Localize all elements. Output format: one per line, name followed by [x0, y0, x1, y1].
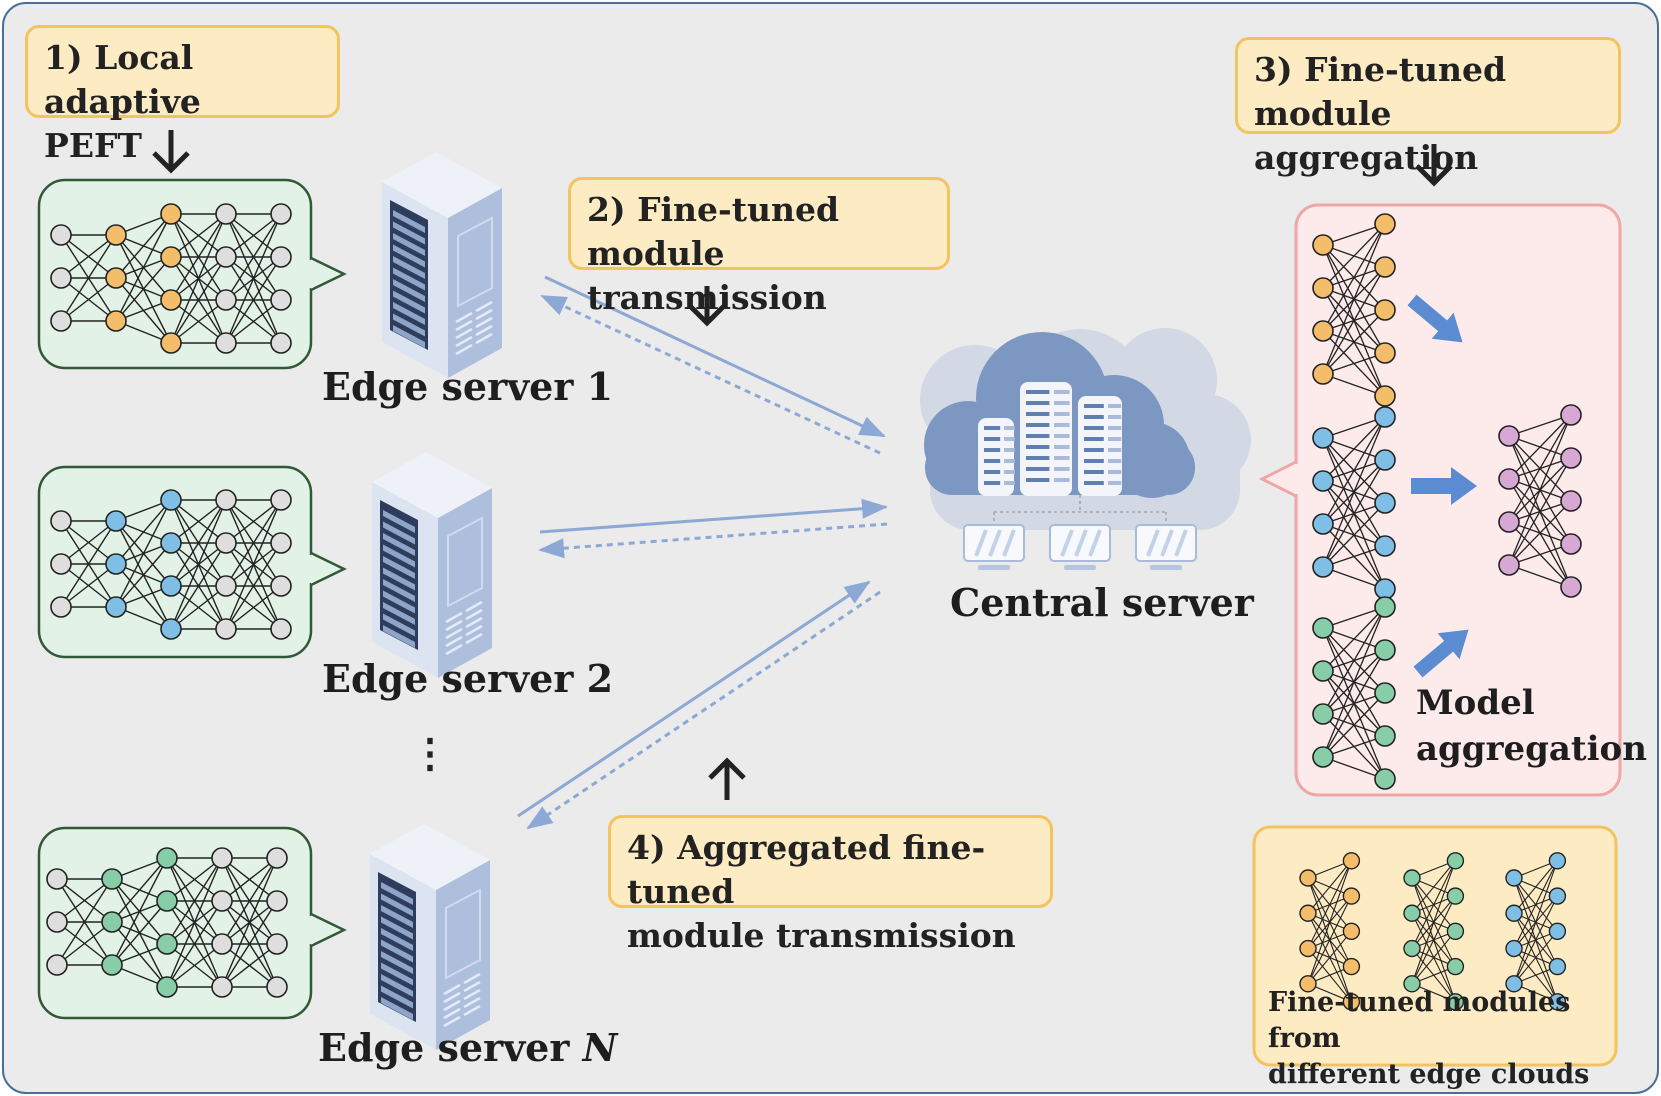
legend-caption: Fine-tuned modules from different edge c…: [1268, 987, 1590, 1090]
central-server-cloud-icon: [920, 328, 1251, 570]
edge-panel-n: [37, 826, 347, 1020]
edge-panel-1: [37, 178, 347, 370]
edge1-uplink-arrow: [544, 275, 886, 438]
edge-server-1-label: Edge server 1: [322, 364, 614, 409]
edgen-uplink-arrow: [517, 580, 871, 818]
edge-server-2-rack-icon: [372, 452, 492, 678]
model-aggregation-label: Model aggregation: [1416, 683, 1647, 769]
edge-network-1: [50, 203, 292, 354]
step1-down-arrow-icon: [152, 130, 190, 174]
aggregation-arrow-1-icon: [1407, 294, 1463, 343]
edge-server-n-rack-icon: [370, 824, 490, 1050]
step4-callout: 4) Aggregated fine-tuned module transmis…: [608, 815, 1053, 955]
edge-network-2: [50, 489, 292, 640]
step3-callout: 3) Fine-tuned module aggregation: [1235, 37, 1621, 177]
step1-callout: 1) Local adaptive PEFT: [25, 25, 340, 165]
edgen-downlink-arrow: [526, 590, 881, 830]
step2-down-arrow-icon: [688, 286, 726, 327]
step4-up-arrow-icon: [708, 757, 746, 800]
aggregation-arrow-3-icon: [1413, 629, 1469, 678]
aggregation-arrow-2-icon: [1411, 467, 1477, 505]
edge1-downlink-arrow: [540, 294, 881, 455]
aggregation-networks: [1312, 213, 1582, 790]
edge-network-n: [46, 847, 288, 998]
aggregation-panel: [1258, 203, 1622, 797]
central-server-label: Central server: [950, 580, 1254, 625]
edge-server-n-label: Edge server N: [318, 1025, 618, 1070]
edge-server-1-rack-icon: [382, 152, 502, 378]
legend-panel: [1252, 825, 1618, 1067]
edge-server-2-label: Edge server 2: [322, 656, 614, 701]
step3-down-arrow-icon: [1415, 144, 1453, 187]
legend-networks: [1299, 852, 1567, 1011]
step2-callout: 2) Fine-tuned module transmission: [568, 177, 950, 317]
edge2-uplink-arrow: [539, 498, 888, 534]
edge-panel-2: [37, 465, 347, 659]
edge2-downlink-arrow: [538, 522, 888, 559]
more-servers-ellipsis: ⋮: [410, 730, 450, 777]
